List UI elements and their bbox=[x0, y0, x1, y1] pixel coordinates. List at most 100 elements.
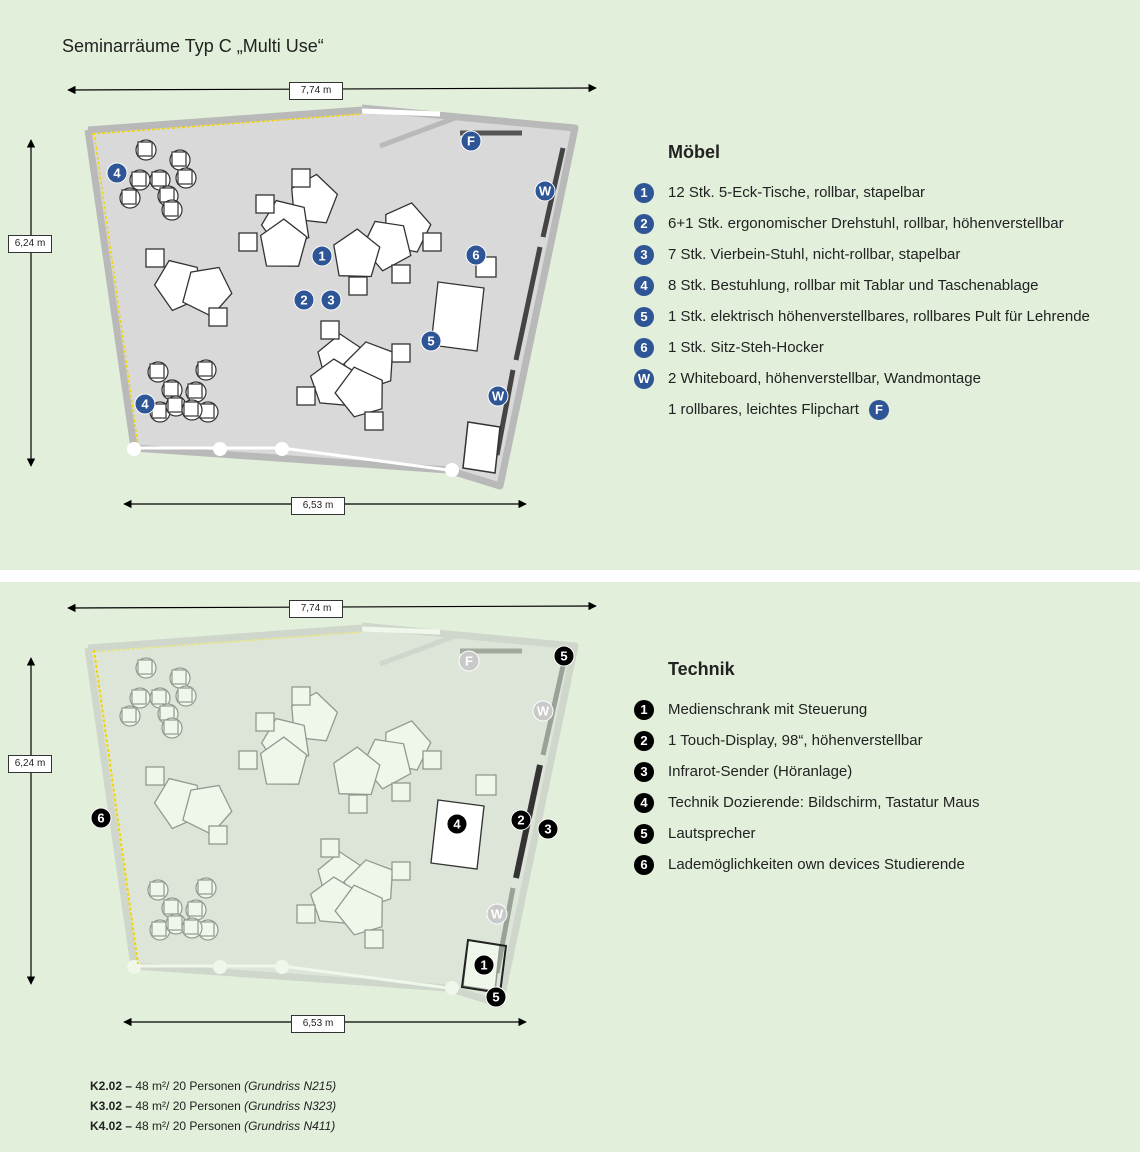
technik-marker: 4 bbox=[634, 792, 654, 813]
moebel-marker: 4 bbox=[634, 275, 654, 296]
moebel-plan-marker: 3 bbox=[320, 289, 342, 311]
moebel-item-text: 12 Stk. 5-Eck-Tische, rollbar, stapelbar bbox=[668, 184, 926, 201]
moebel-marker: W bbox=[634, 368, 654, 389]
svg-text:3: 3 bbox=[544, 822, 551, 837]
svg-text:5: 5 bbox=[427, 334, 434, 349]
room-capacity: 48 m²/ 20 Personen bbox=[132, 1099, 245, 1113]
technik-markers: 1 2 3 4 5 5 6 F W W bbox=[90, 645, 575, 1008]
technik-item: 1 Medienschrank mit Steuerung bbox=[634, 694, 980, 725]
height-label: 6,24 m bbox=[8, 235, 52, 253]
svg-text:6: 6 bbox=[97, 811, 104, 826]
room-info-line: K2.02 – 48 m²/ 20 Personen (Grundriss N2… bbox=[90, 1076, 336, 1096]
moebel-plan-marker: 5 bbox=[420, 330, 442, 352]
technik-plan-marker: 2 bbox=[510, 809, 532, 831]
svg-text:5: 5 bbox=[560, 649, 567, 664]
technik-marker: 1 bbox=[634, 699, 654, 720]
technik-plan-marker: 4 bbox=[446, 813, 468, 835]
technik-plan-marker: 5 bbox=[485, 986, 507, 1008]
moebel-plan-marker: F bbox=[460, 130, 482, 152]
moebel-plan-marker: W bbox=[534, 180, 556, 202]
moebel-item-text: 7 Stk. Vierbein-Stuhl, nicht-rollbar, st… bbox=[668, 246, 961, 263]
technik-item: 6 Lademöglichkeiten own devices Studieren… bbox=[634, 849, 980, 880]
technik-list: 1 Medienschrank mit Steuerung 2 1 Touch-Dis… bbox=[634, 694, 980, 880]
svg-text:2: 2 bbox=[300, 293, 307, 308]
room-plan-ref: (Grundriss N323) bbox=[244, 1099, 337, 1113]
room-info-footer: K2.02 – 48 m²/ 20 Personen (Grundriss N2… bbox=[90, 1076, 336, 1136]
height-label: 6,24 m bbox=[8, 755, 52, 773]
svg-text:W: W bbox=[537, 704, 550, 719]
technik-marker: 2 bbox=[634, 730, 654, 751]
moebel-marker: 3 bbox=[634, 244, 654, 265]
svg-text:1: 1 bbox=[318, 249, 325, 264]
room-info-line: K3.02 – 48 m²/ 20 Personen (Grundriss N3… bbox=[90, 1096, 336, 1116]
moebel-plan-marker: 4 bbox=[106, 162, 128, 184]
moebel-plan-marker: 4 bbox=[134, 393, 156, 415]
moebel-item: 4 8 Stk. Bestuhlung, rollbar mit Tablar u… bbox=[634, 270, 1090, 301]
faded-plan-marker: W bbox=[486, 903, 508, 925]
room-plan-ref: (Grundriss N215) bbox=[244, 1079, 337, 1093]
svg-text:3: 3 bbox=[327, 293, 334, 308]
svg-text:W: W bbox=[491, 907, 504, 922]
room-capacity: 48 m²/ 20 Personen bbox=[132, 1119, 245, 1133]
svg-text:2: 2 bbox=[517, 813, 524, 828]
moebel-item-text: 1 Stk. elektrisch höhenverstellbares, ro… bbox=[668, 308, 1090, 325]
flipchart-marker: F bbox=[868, 399, 889, 420]
moebel-item-text: 1 Stk. Sitz-Steh-Hocker bbox=[668, 339, 824, 356]
technik-item-text: Medienschrank mit Steuerung bbox=[668, 701, 868, 718]
moebel-heading: Möbel bbox=[668, 142, 720, 162]
room-info-line: K4.02 – 48 m²/ 20 Personen (Grundriss N4… bbox=[90, 1116, 336, 1136]
technik-marker: 6 bbox=[634, 854, 654, 875]
top-width-label: 7,74 m bbox=[289, 600, 343, 618]
moebel-marker: 2 bbox=[634, 213, 654, 234]
technik-plan-marker: 3 bbox=[537, 818, 559, 840]
faded-plan-marker: W bbox=[532, 700, 554, 722]
room-id: K4.02 – bbox=[90, 1119, 133, 1133]
page-title: Seminarräume Typ C „Multi Use“ bbox=[62, 36, 324, 56]
svg-text:4: 4 bbox=[113, 166, 121, 181]
technik-plan-marker: 5 bbox=[553, 645, 575, 667]
moebel-item-text: 2 Whiteboard, höhenverstellbar, Wandmont… bbox=[668, 370, 981, 387]
technik-item: 4 Technik Dozierende: Bildschirm, Tastatu… bbox=[634, 787, 980, 818]
moebel-item: 5 1 Stk. elektrisch höhenverstellbares, r… bbox=[634, 301, 1090, 332]
svg-text:W: W bbox=[492, 389, 505, 404]
moebel-item-text: 6+1 Stk. ergonomischer Drehstuhl, rollba… bbox=[668, 215, 1064, 232]
room-id: K3.02 – bbox=[90, 1099, 133, 1113]
moebel-plan-marker: 1 bbox=[311, 245, 333, 267]
technik-marker: 5 bbox=[634, 823, 654, 844]
moebel-item: 2 6+1 Stk. ergonomischer Drehstuhl, rollb… bbox=[634, 208, 1090, 239]
technik-plan-marker: 6 bbox=[90, 807, 112, 829]
svg-text:5: 5 bbox=[492, 990, 499, 1005]
technik-item-text: 1 Touch-Display, 98“, höhenverstellbar bbox=[668, 732, 923, 749]
moebel-plan-marker: 2 bbox=[293, 289, 315, 311]
svg-text:4: 4 bbox=[141, 397, 149, 412]
technik-item-text: Infrarot-Sender (Höranlage) bbox=[668, 763, 853, 780]
technik-plan-marker: 1 bbox=[473, 954, 495, 976]
moebel-plan-marker: 6 bbox=[465, 244, 487, 266]
technik-item-text: Lademöglichkeiten own devices Studierend… bbox=[668, 856, 965, 873]
top-width-label: 7,74 m bbox=[289, 82, 343, 100]
bottom-width-label: 6,53 m bbox=[291, 1015, 345, 1033]
faded-plan-marker: F bbox=[458, 650, 480, 672]
flipchart-text: 1 rollbares, leichtes Flipchart bbox=[668, 401, 859, 418]
moebel-marker: 5 bbox=[634, 306, 654, 327]
moebel-item: 3 7 Stk. Vierbein-Stuhl, nicht-rollbar, s… bbox=[634, 239, 1090, 270]
technik-item-text: Technik Dozierende: Bildschirm, Tastatur… bbox=[668, 794, 980, 811]
technik-heading: Technik bbox=[668, 659, 735, 679]
flipchart-row: 1 rollbares, leichtes Flipchart F bbox=[634, 394, 1090, 425]
moebel-item-text: 8 Stk. Bestuhlung, rollbar mit Tablar un… bbox=[668, 277, 1039, 294]
moebel-plan-marker: W bbox=[487, 385, 509, 407]
room-capacity: 48 m²/ 20 Personen bbox=[132, 1079, 245, 1093]
svg-text:W: W bbox=[539, 184, 552, 199]
technik-legend: Technik 1 Medienschrank mit Steuerung 2 1 T… bbox=[634, 659, 980, 880]
technik-plan bbox=[26, 601, 597, 1027]
technik-item: 2 1 Touch-Display, 98“, höhenverstellbar bbox=[634, 725, 980, 756]
bottom-width-label: 6,53 m bbox=[291, 497, 345, 515]
svg-text:4: 4 bbox=[453, 817, 461, 832]
svg-text:F: F bbox=[465, 654, 473, 669]
